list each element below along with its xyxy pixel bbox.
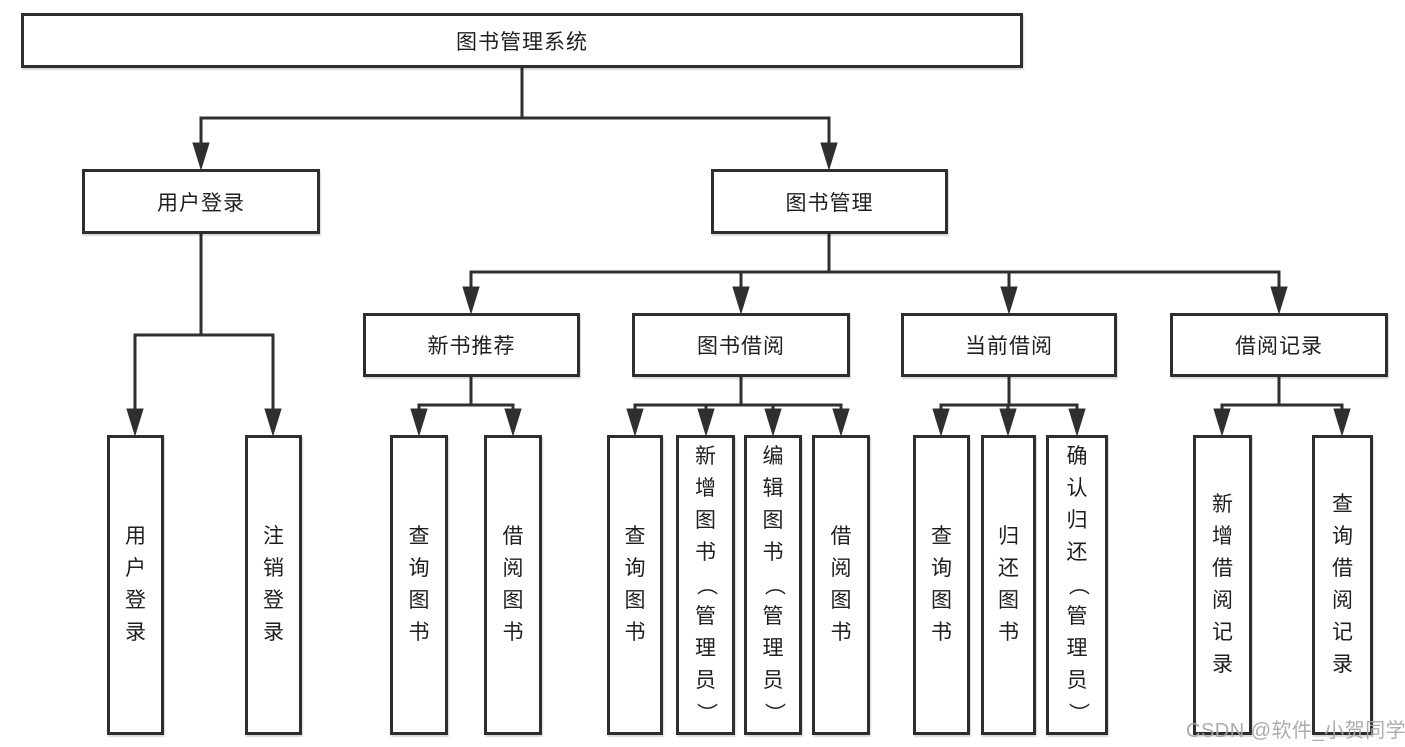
leaf-logout: 注销登录 (245, 435, 302, 735)
leaf-add-borrow-record: 新增借阅记录 (1193, 435, 1252, 735)
leaf-query-borrow-record: 查询借阅记录 (1312, 435, 1373, 735)
leaf-user-login: 用户登录 (107, 435, 164, 735)
leaf-add-book-admin: 新增图书（管理员） (676, 435, 735, 735)
node-borrow-records: 借阅记录 (1170, 313, 1388, 377)
leaf-edit-book-admin: 编辑图书（管理员） (744, 435, 802, 735)
node-new-book-recommend: 新书推荐 (363, 313, 580, 377)
leaf-confirm-return-admin: 确认归还（管理员） (1046, 435, 1108, 735)
leaf-query-books-current: 查询图书 (913, 435, 970, 735)
node-user-login: 用户登录 (82, 169, 320, 234)
leaf-query-books-borrowing: 查询图书 (607, 435, 663, 735)
node-book-management: 图书管理 (711, 169, 948, 234)
leaf-return-book: 归还图书 (981, 435, 1036, 735)
leaf-query-books-recommend: 查询图书 (390, 435, 448, 735)
watermark: CSDN @软件_小贺同学 (1186, 720, 1405, 742)
node-current-borrowing: 当前借阅 (901, 313, 1117, 377)
node-book-borrowing: 图书借阅 (632, 313, 850, 377)
leaf-borrow-books-recommend: 借阅图书 (484, 435, 542, 735)
leaf-borrow-books-borrowing: 借阅图书 (812, 435, 870, 735)
node-system-root: 图书管理系统 (21, 13, 1023, 68)
